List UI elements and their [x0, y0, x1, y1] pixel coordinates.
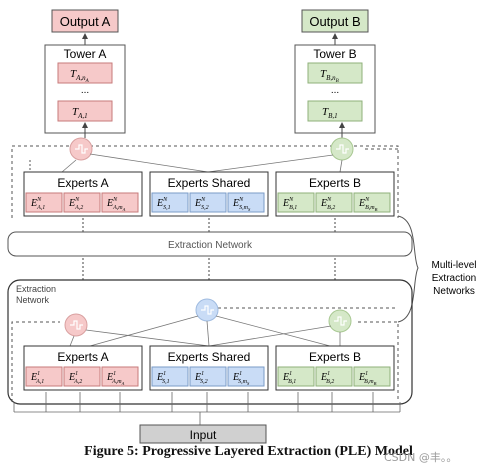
upper-level-frame — [11, 145, 399, 218]
upper_experts-a-cell-2 — [63, 192, 101, 213]
input-box: Input — [139, 424, 267, 444]
gate-a-upper-icon — [69, 137, 93, 161]
figure-caption: Figure 5: Progressive Layered Extraction… — [84, 444, 413, 459]
lower_experts-a-cell-1 — [25, 366, 63, 387]
output-b: Output B — [301, 9, 369, 33]
lower-gate-connections — [69, 315, 341, 347]
upper_experts-b-cell-1 — [277, 192, 315, 213]
svg-text:Output A: Output A — [60, 14, 111, 29]
tower-b: Tower B TB,nB ... TB,1 — [294, 44, 376, 134]
svg-text:Network: Network — [16, 295, 50, 305]
svg-text:Extraction: Extraction — [432, 273, 476, 284]
svg-text:Experts B: Experts B — [309, 350, 361, 364]
gate-b-lower-icon — [328, 309, 352, 333]
lower_experts-b-cell-2 — [315, 366, 353, 387]
svg-text:Tower A: Tower A — [64, 47, 107, 61]
svg-text:TB,nB: TB,nB — [320, 68, 339, 84]
svg-text:Tower B: Tower B — [313, 47, 356, 61]
upper_experts-shared-cell-3 — [227, 192, 265, 213]
watermark: CSDN @丰。。 — [384, 451, 458, 464]
upper_experts-b-cell-2 — [315, 192, 353, 213]
svg-text:TA,1: TA,1 — [72, 106, 88, 120]
svg-text:TA,nA: TA,nA — [70, 68, 90, 84]
extraction-network-bar: Extraction Network — [7, 231, 413, 257]
tower-a-top-layer — [57, 62, 113, 84]
tower-a-bottom-layer — [57, 100, 113, 122]
gate-a-lower-icon — [64, 313, 88, 337]
svg-text:Experts A: Experts A — [57, 350, 108, 364]
upper_experts-b-cell-3 — [353, 192, 391, 213]
svg-text:Networks: Networks — [433, 286, 475, 297]
output-a: Output A — [51, 9, 119, 33]
lower-to-bar-arrows — [82, 258, 336, 280]
upper_experts-a-cell-3 — [101, 192, 139, 213]
lower_experts-shared-cell-1 — [151, 366, 189, 387]
input-fanout — [13, 392, 401, 425]
multi-level-label: Multi-level Extraction Networks — [431, 260, 476, 297]
upper_experts-shared-cell-1 — [151, 192, 189, 213]
lower_experts-a-cell-2 — [63, 366, 101, 387]
svg-text:TB,1: TB,1 — [322, 106, 338, 120]
svg-text:Extraction: Extraction — [16, 284, 56, 294]
svg-text:Experts A: Experts A — [57, 176, 108, 190]
lower_experts-shared-cell-2 — [189, 366, 227, 387]
gate-b-upper-icon — [330, 137, 354, 161]
lower_experts-b-cell-3 — [353, 366, 391, 387]
svg-text:Experts B: Experts B — [309, 176, 361, 190]
svg-text:Input: Input — [190, 428, 217, 442]
lower-extraction-frame: Extraction Network — [7, 279, 413, 405]
lower_experts-shared-cell-3 — [227, 366, 265, 387]
upper-gate-connections — [61, 153, 343, 173]
svg-text:Experts Shared: Experts Shared — [168, 350, 251, 364]
tower-b-top-layer — [307, 62, 363, 84]
lower_experts-b-cell-1 — [277, 366, 315, 387]
gate-shared-lower-icon — [195, 298, 219, 322]
bar-to-upper-arrows — [82, 218, 336, 232]
svg-text:Extraction Network: Extraction Network — [168, 240, 253, 251]
multi-level-bracket — [397, 215, 419, 323]
upper_experts-shared-cell-2 — [189, 192, 227, 213]
svg-text:Experts Shared: Experts Shared — [168, 176, 251, 190]
lower_experts-a-cell-3 — [101, 366, 139, 387]
svg-text:Multi-level: Multi-level — [431, 260, 476, 271]
svg-text:...: ... — [331, 85, 339, 96]
svg-text:...: ... — [81, 85, 89, 96]
svg-text:Output B: Output B — [309, 14, 360, 29]
tower-b-bottom-layer — [307, 100, 363, 122]
upper_experts-a-cell-1 — [25, 192, 63, 213]
tower-a: Tower A TA,nA ... TA,1 — [44, 44, 126, 134]
